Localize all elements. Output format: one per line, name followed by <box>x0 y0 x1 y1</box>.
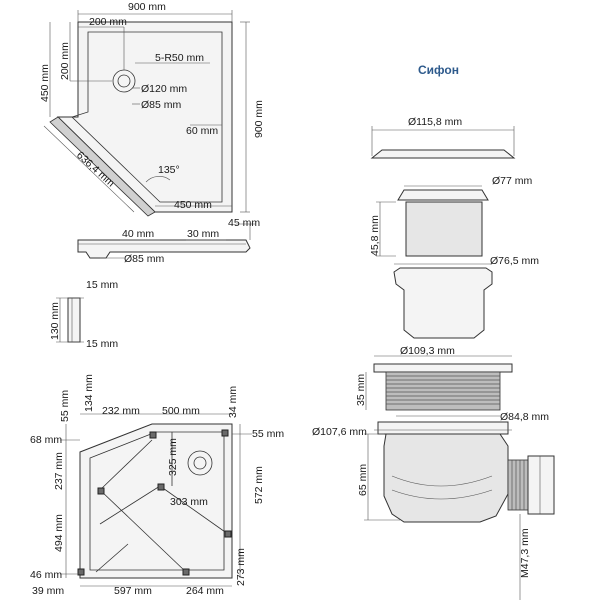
dim-base-46: 46 mm <box>30 569 62 581</box>
dim-base-39: 39 mm <box>32 585 64 597</box>
dim-drain-inner: Ø85 mm <box>141 99 182 111</box>
siphon-drawing <box>364 126 555 600</box>
tray-side-view <box>77 223 256 259</box>
dim-profile-bottom: 15 mm <box>86 338 118 350</box>
drain-inner-circle <box>117 74 131 88</box>
dim-profile-top: 15 mm <box>86 279 118 291</box>
dim-siphon-d2: Ø77 mm <box>492 175 533 187</box>
tray-base-view <box>60 413 252 587</box>
dim-siphon-d3: Ø76,5 mm <box>490 255 539 267</box>
dim-width: 900 mm <box>128 1 166 13</box>
dim-radius: 5-R50 mm <box>155 52 204 64</box>
dim-bottom: 450 mm <box>174 199 212 211</box>
dim-side-rim: 30 mm <box>187 228 219 240</box>
dim-offset-x: 200 mm <box>89 16 127 28</box>
dim-siphon-d4: Ø109,3 mm <box>400 345 455 357</box>
tray-profile <box>56 297 84 343</box>
dim-siphon-h1: 45,8 mm <box>369 215 381 256</box>
dim-siphon-h3: 65 mm <box>357 464 369 496</box>
dim-base-597: 597 mm <box>114 585 152 597</box>
dim-profile-height: 130 mm <box>49 302 61 340</box>
dim-base-134: 134 mm <box>83 374 95 412</box>
dim-siphon-d1: Ø115,8 mm <box>408 116 462 128</box>
dim-side-drain: Ø85 mm <box>124 253 165 265</box>
dim-base-572: 572 mm <box>253 466 265 504</box>
dim-base-303: 303 mm <box>170 496 208 508</box>
dim-siphon-thread: M47,3 mm <box>519 528 531 578</box>
dim-base-237: 237 mm <box>53 452 65 490</box>
dim-base-325: 325 mm <box>167 438 179 476</box>
dim-offset-y: 200 mm <box>59 42 71 80</box>
dim-drain-outer: Ø120 mm <box>141 83 187 95</box>
dim-base-273: 273 mm <box>235 548 247 586</box>
dim-rim: 60 mm <box>186 125 218 137</box>
dim-base-500: 500 mm <box>162 405 200 417</box>
dim-siphon-d6: Ø107,6 mm <box>312 426 367 438</box>
siphon-title: Сифон <box>418 63 459 77</box>
dim-siphon-d5: Ø84,8 mm <box>500 411 549 423</box>
dim-angle: 135° <box>158 164 180 176</box>
dim-side-left: 450 mm <box>39 64 51 102</box>
dim-side-drain-pos: 40 mm <box>122 228 154 240</box>
dim-base-55-top: 55 mm <box>59 390 71 422</box>
dim-base-55-right: 55 mm <box>252 428 284 440</box>
dim-base-232: 232 mm <box>102 405 140 417</box>
dim-base-494: 494 mm <box>53 514 65 552</box>
dim-base-68: 68 mm <box>30 434 62 446</box>
tray-top-view <box>43 10 250 217</box>
dim-height-right: 900 mm <box>253 100 265 138</box>
dim-siphon-h2: 35 mm <box>355 374 367 406</box>
dim-side-height: 45 mm <box>228 217 260 229</box>
dim-base-264: 264 mm <box>186 585 224 597</box>
dim-base-34: 34 mm <box>227 386 239 418</box>
